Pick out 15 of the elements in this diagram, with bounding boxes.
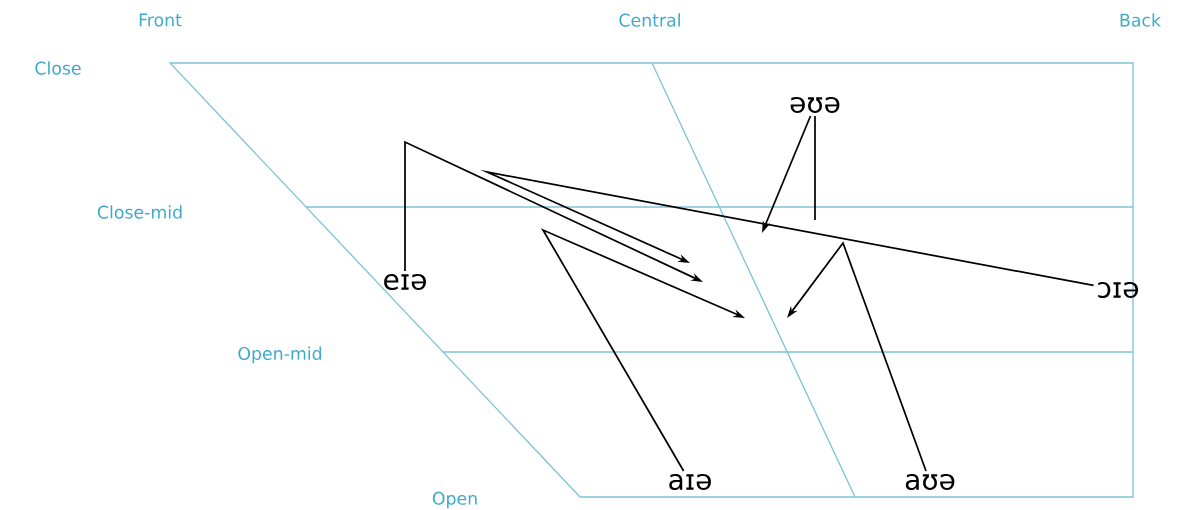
ipa-symbol: aʊə bbox=[905, 473, 955, 491]
ipa-symbol: əʊə bbox=[790, 96, 840, 114]
axis-label: Central bbox=[619, 13, 680, 27]
axis-label: Close bbox=[35, 61, 81, 75]
axis-label: Open-mid bbox=[238, 346, 322, 364]
ipa-symbol: aɪə bbox=[669, 473, 711, 491]
trajectory-line bbox=[814, 115, 816, 221]
axis-label: Front bbox=[139, 13, 182, 27]
ipa-symbol: eɪə bbox=[384, 273, 426, 291]
trajectory-arrow bbox=[480, 169, 1095, 287]
axis-label: Open bbox=[432, 491, 477, 509]
ipa-symbol: ɔɪə bbox=[1098, 281, 1139, 299]
axis-label: Close-mid bbox=[97, 205, 182, 219]
trajectory-arrow bbox=[787, 241, 927, 472]
axis-label: Back bbox=[1120, 13, 1161, 27]
